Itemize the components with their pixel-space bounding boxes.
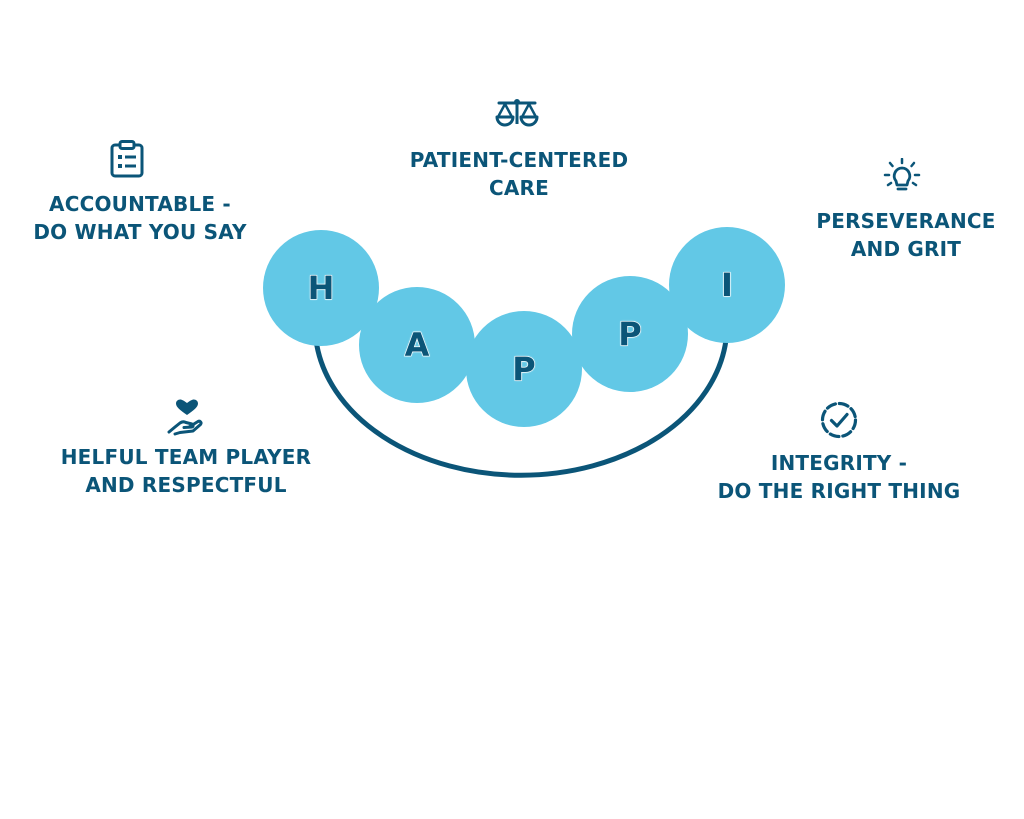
arc-line <box>313 337 729 478</box>
scales-icon <box>495 99 539 127</box>
circle-letter: H <box>307 268 335 307</box>
circle-h: H <box>263 230 379 346</box>
heart-hand-icon <box>167 399 203 436</box>
clipboard-list-icon <box>110 140 144 178</box>
value-perseverance-line2: AND GRIT <box>850 237 962 261</box>
value-helpful-line2: AND RESPECTFUL <box>85 473 287 497</box>
circle-letter: P <box>618 314 643 353</box>
value-accountable-line1: ACCOUNTABLE - <box>49 192 231 216</box>
value-perseverance: PERSEVERANCE AND GRIT <box>816 207 995 263</box>
value-patient-line2: CARE <box>488 176 550 200</box>
circle-letter: A <box>404 325 430 364</box>
value-helpful-line1: HELFUL TEAM PLAYER <box>60 445 312 469</box>
circle-letter: P <box>512 349 537 388</box>
value-helpful: HELFUL TEAM PLAYER AND RESPECTFUL <box>61 443 312 499</box>
circle-i: I <box>669 227 785 343</box>
circle-p-second: P <box>572 276 688 392</box>
check-circle-icon <box>820 401 858 439</box>
circle-letter: I <box>720 265 733 304</box>
value-patient-centered: PATIENT-CENTERED CARE <box>410 146 628 202</box>
circle-a: A <box>359 287 475 403</box>
value-patient-line1: PATIENT-CENTERED <box>409 148 629 172</box>
circle-p-first: P <box>466 311 582 427</box>
value-integrity-line2: DO THE RIGHT THING <box>717 479 961 503</box>
value-accountable: ACCOUNTABLE - DO WHAT YOU SAY <box>33 190 246 246</box>
value-integrity-line1: INTEGRITY - <box>770 451 908 475</box>
lightbulb-icon <box>883 158 921 191</box>
value-integrity: INTEGRITY - DO THE RIGHT THING <box>718 449 961 505</box>
value-accountable-line2: DO WHAT YOU SAY <box>33 220 247 244</box>
value-perseverance-line1: PERSEVERANCE <box>816 209 996 233</box>
